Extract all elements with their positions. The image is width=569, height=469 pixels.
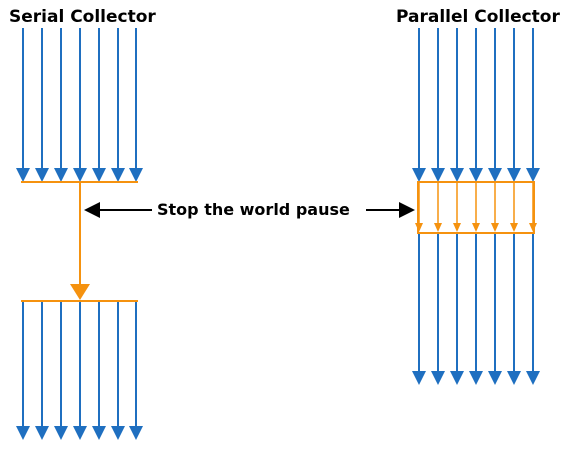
serial-bottom-thread-arrow-6-head: [111, 426, 125, 440]
parallel-gc-threads: [415, 181, 537, 234]
parallel-top-thread-arrow-4-head: [469, 168, 483, 182]
serial-bottom-thread-arrow-4-head: [73, 426, 87, 440]
parallel-bottom-thread-arrow-2-head: [431, 371, 445, 385]
serial-bottom-thread-arrow-1-head: [16, 426, 30, 440]
parallel-top-thread-arrow-6-head: [507, 168, 521, 182]
parallel-gc-thread-arrow-7-head: [529, 223, 537, 232]
parallel-top-thread-arrow-3-head: [450, 168, 464, 182]
parallel-bottom-thread-arrow-3-head: [450, 371, 464, 385]
parallel-top-thread-arrow-5-head: [488, 168, 502, 182]
parallel-gc-thread-arrow-6-head: [510, 223, 518, 232]
serial-bottom-thread-arrow-2-head: [35, 426, 49, 440]
parallel-gc-thread-arrow-3-head: [453, 223, 461, 232]
parallel-gc-thread-arrow-4-head: [472, 223, 480, 232]
serial-bottom-thread-arrow-5-head: [92, 426, 106, 440]
serial-bottom-thread-arrow-3-head: [54, 426, 68, 440]
stop-the-world-pause-label: Stop the world pause: [157, 200, 350, 219]
parallel-application-threads-after: [412, 234, 540, 385]
parallel-gc-thread-arrow-1-head: [415, 223, 423, 232]
parallel-application-threads-before: [412, 28, 540, 182]
serial-top-thread-arrow-7-head: [129, 168, 143, 182]
parallel-collector-title: Parallel Collector: [396, 7, 560, 27]
parallel-bottom-thread-arrow-4-head: [469, 371, 483, 385]
pause-right-arrow-head: [399, 202, 415, 218]
parallel-bottom-thread-arrow-5-head: [488, 371, 502, 385]
serial-top-thread-arrow-3-head: [54, 168, 68, 182]
serial-bottom-thread-arrow-7-head: [129, 426, 143, 440]
parallel-top-thread-arrow-1-head: [412, 168, 426, 182]
serial-top-thread-arrow-5-head: [92, 168, 106, 182]
pause-indicator-arrows: [84, 202, 415, 218]
serial-top-thread-arrow-6-head: [111, 168, 125, 182]
parallel-top-thread-arrow-2-head: [431, 168, 445, 182]
serial-top-thread-arrow-4-head: [73, 168, 87, 182]
serial-application-threads-before: [16, 28, 143, 182]
serial-application-threads-after: [16, 302, 143, 440]
serial-gc-thread: [21, 181, 138, 302]
serial-gc-thread-arrow-head: [70, 284, 90, 300]
serial-collector-title: Serial Collector: [9, 7, 156, 27]
parallel-bottom-thread-arrow-7-head: [526, 371, 540, 385]
parallel-bottom-thread-arrow-6-head: [507, 371, 521, 385]
pause-left-arrow-head: [84, 202, 100, 218]
parallel-top-thread-arrow-7-head: [526, 168, 540, 182]
parallel-gc-thread-arrow-2-head: [434, 223, 442, 232]
serial-top-thread-arrow-1-head: [16, 168, 30, 182]
serial-top-thread-arrow-2-head: [35, 168, 49, 182]
parallel-gc-box: [417, 181, 535, 234]
parallel-bottom-thread-arrow-1-head: [412, 371, 426, 385]
parallel-gc-thread-arrow-5-head: [491, 223, 499, 232]
